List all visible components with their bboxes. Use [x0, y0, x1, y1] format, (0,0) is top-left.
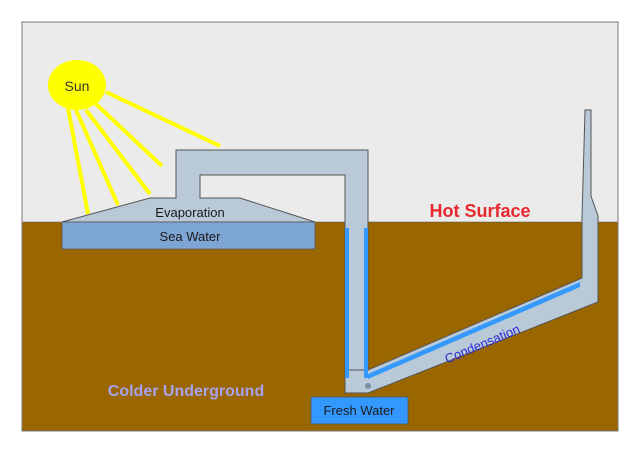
condensation-pipe [344, 109, 599, 394]
colder-underground-label: Colder Underground [108, 383, 264, 400]
evaporation-label: Evaporation [155, 205, 224, 220]
sky-region [22, 22, 618, 222]
fresh-water-label: Fresh Water [323, 403, 395, 418]
fresh-water-box [310, 396, 409, 425]
sun-rays [66, 90, 221, 215]
sun-label: Sun [65, 78, 90, 94]
diagram-frame [21, 21, 619, 432]
sea-water-pool [61, 221, 316, 250]
drip-point [365, 383, 371, 389]
hot-surface-label: Hot Surface [429, 201, 530, 221]
condensed-water [345, 228, 580, 379]
sea-water-label: Sea Water [160, 229, 222, 244]
sun-icon [48, 60, 106, 110]
